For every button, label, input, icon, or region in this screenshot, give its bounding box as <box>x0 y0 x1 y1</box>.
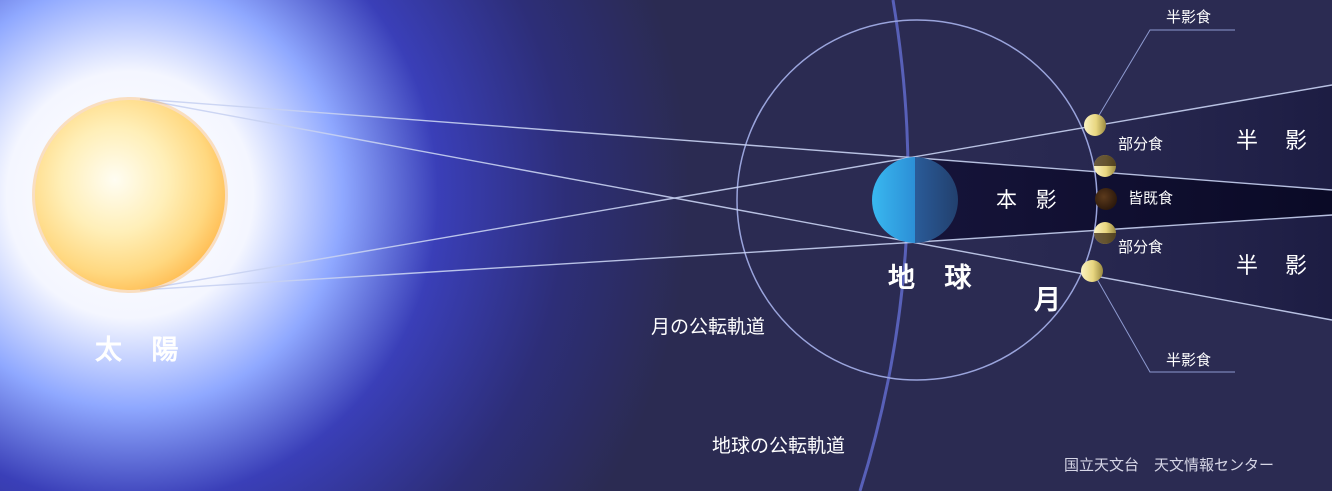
earth-orbit-path <box>858 0 910 491</box>
partial-eclipse-bottom-label: 部分食 <box>1118 238 1164 256</box>
moon-penumbral-top <box>1084 114 1106 136</box>
penumbral-eclipse-top-label: 半影食 <box>1166 8 1212 26</box>
total-eclipse-label: 皆既食 <box>1128 189 1174 207</box>
earth-orbit-label: 地球の公転軌道 <box>712 435 846 457</box>
ray-umbra-lower <box>139 241 919 291</box>
callout-penumbral-bottom <box>1092 271 1235 373</box>
ray-penumbra-lower-outer <box>139 98 1332 321</box>
moon-label: 月 <box>1034 285 1071 316</box>
ray-umbra-lower-ext <box>917 214 1332 243</box>
penumbra-upper-region <box>918 85 1332 190</box>
sun-label: 太 陽 <box>95 335 189 366</box>
umbra-label: 本 影 <box>996 188 1063 212</box>
penumbra-upper-label: 半 影 <box>1236 129 1317 154</box>
ray-penumbra-upper-outer <box>139 84 1332 291</box>
moon-total <box>1095 188 1117 210</box>
sun-rays <box>139 84 1332 321</box>
penumbra-lower-label: 半 影 <box>1236 254 1317 279</box>
penumbral-eclipse-bottom-label: 半影食 <box>1166 351 1212 369</box>
callout-lines <box>1092 29 1235 373</box>
credit-text: 国立天文台 天文情報センター <box>1064 456 1275 474</box>
partial-eclipse-top-label: 部分食 <box>1118 135 1164 153</box>
moon-penumbral-bottom <box>1081 260 1103 282</box>
ray-umbra-upper-ext <box>917 157 1332 191</box>
penumbra-lower-region <box>918 214 1332 320</box>
callout-penumbral-top <box>1094 29 1235 123</box>
moon-partial-bottom-shadow <box>1094 233 1116 244</box>
sun-disk <box>35 100 225 290</box>
earth-globe <box>872 157 958 243</box>
earth-label: 地 球 <box>888 263 982 294</box>
ray-umbra-upper <box>139 98 919 159</box>
moon-orbit-label: 月の公転軌道 <box>651 316 766 338</box>
moon-partial-top-shadow <box>1094 155 1116 166</box>
